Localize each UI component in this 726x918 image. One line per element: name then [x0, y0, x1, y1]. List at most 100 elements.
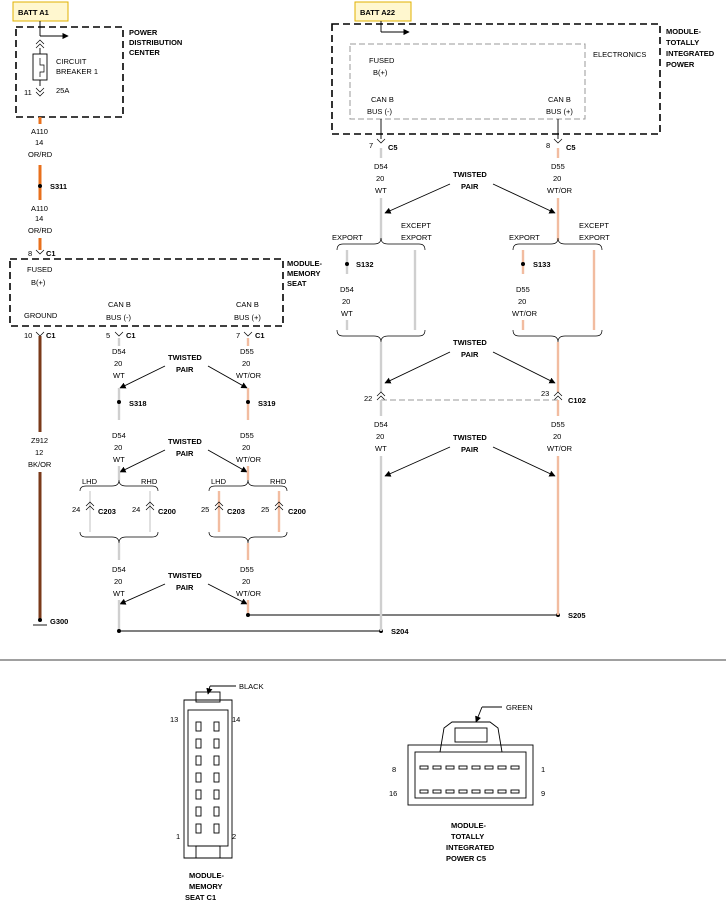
- svg-text:EXPORT: EXPORT: [579, 233, 610, 242]
- svg-text:FUSED: FUSED: [369, 56, 395, 65]
- cavity: [195, 823, 202, 834]
- svg-text:C1: C1: [46, 331, 56, 340]
- cavity: [195, 789, 202, 800]
- svg-text:CAN B: CAN B: [548, 95, 571, 104]
- svg-text:TOTALLY: TOTALLY: [666, 38, 699, 47]
- svg-text:EXPORT: EXPORT: [332, 233, 363, 242]
- module-totally-integrated-power: ELECTRONICS FUSED B(+) CAN B BUS (-) CAN…: [331, 21, 715, 152]
- svg-text:BREAKER 1: BREAKER 1: [56, 67, 98, 76]
- svg-text:7: 7: [369, 141, 373, 150]
- svg-text:20: 20: [376, 174, 384, 183]
- svg-text:1: 1: [541, 765, 545, 774]
- svg-text:FUSED: FUSED: [27, 265, 53, 274]
- svg-text:D55: D55: [551, 162, 565, 171]
- svg-text:D55: D55: [240, 347, 254, 356]
- svg-text:2: 2: [232, 832, 236, 841]
- svg-text:20: 20: [114, 443, 122, 452]
- svg-text:D54: D54: [374, 420, 388, 429]
- svg-text:WT: WT: [113, 371, 125, 380]
- svg-text:OR/RD: OR/RD: [28, 226, 53, 235]
- svg-text:POWER: POWER: [129, 28, 158, 37]
- cavity: [445, 789, 455, 794]
- cavity: [458, 789, 468, 794]
- svg-text:PAIR: PAIR: [461, 182, 479, 191]
- svg-text:22: 22: [364, 394, 372, 403]
- svg-text:20: 20: [376, 432, 384, 441]
- svg-text:1: 1: [176, 832, 180, 841]
- tip-can-bus-wires: D54 20 WT D55 20 WT/OR TWISTED PAIR EXPO…: [332, 148, 610, 631]
- svg-text:B(+): B(+): [373, 68, 388, 77]
- svg-text:C1: C1: [46, 249, 56, 258]
- cavity: [213, 806, 220, 817]
- cavity: [213, 721, 220, 732]
- cavity: [195, 755, 202, 766]
- svg-text:BLACK: BLACK: [239, 682, 264, 691]
- svg-text:24: 24: [132, 505, 140, 514]
- svg-text:S133: S133: [533, 260, 551, 269]
- svg-text:CENTER: CENTER: [129, 48, 160, 57]
- batt-a22-header: BATT A22: [354, 1, 412, 22]
- svg-text:20: 20: [114, 359, 122, 368]
- svg-text:PAIR: PAIR: [176, 449, 194, 458]
- cavity: [195, 738, 202, 749]
- svg-text:CIRCUIT: CIRCUIT: [56, 57, 87, 66]
- cavity: [471, 765, 481, 770]
- svg-text:20: 20: [553, 174, 561, 183]
- svg-text:MODULE-: MODULE-: [451, 821, 486, 830]
- svg-text:20: 20: [242, 359, 250, 368]
- svg-text:INTEGRATED: INTEGRATED: [446, 843, 495, 852]
- svg-text:C203: C203: [227, 507, 245, 516]
- svg-text:20: 20: [553, 432, 561, 441]
- svg-text:CAN B: CAN B: [236, 300, 259, 309]
- svg-text:S318: S318: [129, 399, 147, 408]
- svg-text:C203: C203: [98, 507, 116, 516]
- svg-text:EXCEPT: EXCEPT: [401, 221, 431, 230]
- svg-text:WT/OR: WT/OR: [236, 589, 262, 598]
- svg-text:RHD: RHD: [141, 477, 158, 486]
- cavity: [195, 721, 202, 732]
- svg-text:WT: WT: [341, 309, 353, 318]
- svg-text:WT: WT: [375, 186, 387, 195]
- svg-text:S204: S204: [391, 627, 409, 636]
- svg-text:WT: WT: [113, 455, 125, 464]
- svg-text:D54: D54: [112, 347, 126, 356]
- svg-text:20: 20: [114, 577, 122, 586]
- svg-text:D55: D55: [551, 420, 565, 429]
- svg-text:BUS (-): BUS (-): [367, 107, 393, 116]
- svg-text:INTEGRATED: INTEGRATED: [666, 49, 715, 58]
- svg-text:ELECTRONICS: ELECTRONICS: [593, 50, 646, 59]
- svg-text:D54: D54: [340, 285, 354, 294]
- svg-text:5: 5: [106, 331, 110, 340]
- svg-text:BK/OR: BK/OR: [28, 460, 52, 469]
- svg-text:D54: D54: [374, 162, 388, 171]
- svg-text:20: 20: [342, 297, 350, 306]
- bottom-bus-lines: S204 S205: [117, 611, 586, 636]
- svg-text:PAIR: PAIR: [461, 350, 479, 359]
- svg-text:8: 8: [392, 765, 396, 774]
- svg-text:BUS (+): BUS (+): [234, 313, 261, 322]
- svg-text:CAN B: CAN B: [371, 95, 394, 104]
- svg-text:D55: D55: [516, 285, 530, 294]
- svg-text:9: 9: [541, 789, 545, 798]
- svg-text:WT/OR: WT/OR: [547, 444, 573, 453]
- svg-text:20: 20: [242, 443, 250, 452]
- cavity: [213, 755, 220, 766]
- cavity: [213, 789, 220, 800]
- svg-text:SEAT C1: SEAT C1: [185, 893, 216, 902]
- cavity: [510, 789, 520, 794]
- svg-text:23: 23: [541, 389, 549, 398]
- svg-text:WT/OR: WT/OR: [236, 455, 262, 464]
- svg-text:WT: WT: [113, 589, 125, 598]
- svg-text:EXPORT: EXPORT: [401, 233, 432, 242]
- svg-text:BATT A22: BATT A22: [360, 8, 395, 17]
- svg-text:11: 11: [24, 88, 32, 97]
- svg-text:14: 14: [232, 715, 240, 724]
- svg-text:D55: D55: [240, 431, 254, 440]
- cavity: [497, 789, 507, 794]
- svg-text:Z912: Z912: [31, 436, 48, 445]
- cavity: [213, 772, 220, 783]
- svg-text:25: 25: [201, 505, 209, 514]
- svg-text:RHD: RHD: [270, 477, 287, 486]
- svg-text:C5: C5: [388, 143, 398, 152]
- svg-text:WT/OR: WT/OR: [547, 186, 573, 195]
